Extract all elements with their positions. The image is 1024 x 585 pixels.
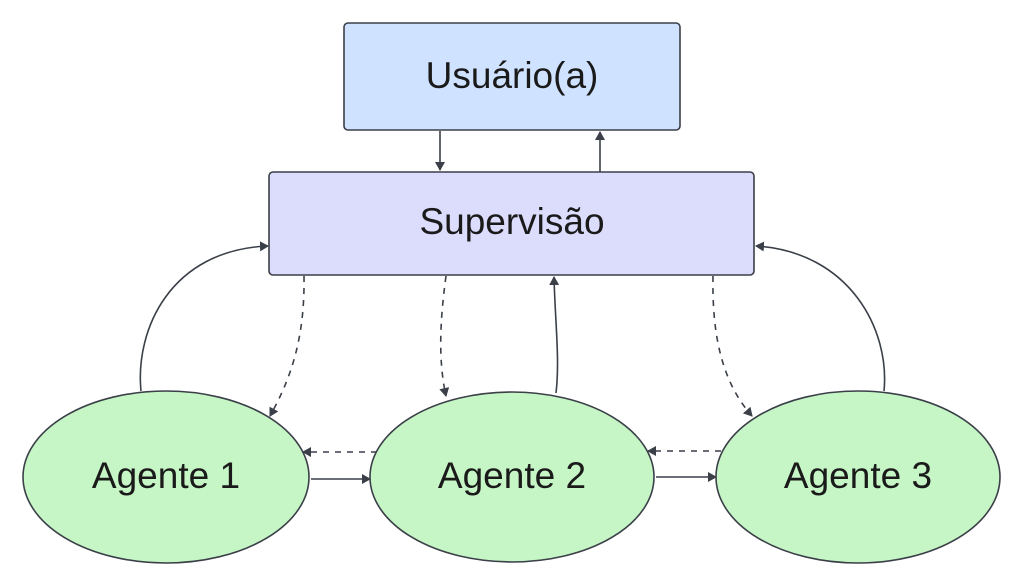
user-label: Usuário(a): [426, 55, 599, 96]
supervisor-box: [268, 171, 755, 276]
agent3-ellipse: [715, 390, 1001, 564]
edges: [139, 131, 886, 484]
supervisor-label: Supervisão: [419, 201, 604, 242]
agent3-label: Agente 3: [784, 455, 932, 496]
node-agent-2: Agente 2: [369, 391, 655, 563]
node-agent-3: Agente 3: [715, 390, 1001, 564]
user-box: [343, 22, 681, 131]
edge-agent3-to-supervisor: [755, 241, 886, 392]
node-supervisor: Supervisão: [268, 171, 755, 276]
node-agent-1: Agente 1: [22, 390, 310, 564]
edge-supervisor-to-agent2: [439, 275, 450, 397]
agent1-label: Agente 1: [92, 455, 240, 496]
edge-supervisor-to-agent3: [712, 275, 753, 417]
agent2-ellipse: [369, 391, 655, 563]
edge-agent2-to-supervisor: [549, 276, 560, 394]
agent1-ellipse: [22, 390, 310, 564]
edge-agent1-to-supervisor: [139, 241, 269, 392]
edge-supervisor-to-agent1: [269, 275, 305, 417]
node-user: Usuário(a): [343, 22, 681, 131]
agent2-label: Agente 2: [438, 455, 586, 496]
